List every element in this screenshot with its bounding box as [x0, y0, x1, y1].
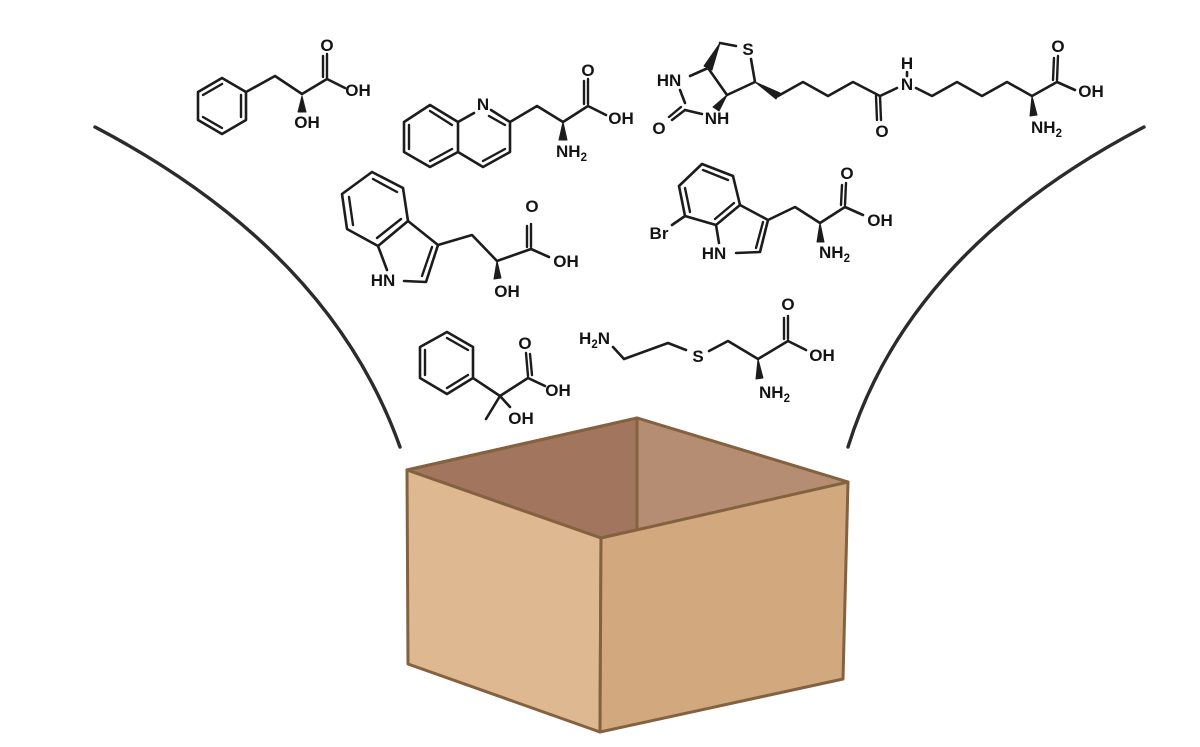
- atom-label-s: S: [742, 40, 753, 59]
- atom-label-o: O: [781, 295, 794, 314]
- molecule-indole-lactic-acid: HN O OH OH: [340, 170, 579, 301]
- molecule-biocytin: HN O S NH O H N O OH NH2: [652, 37, 1103, 141]
- atom-label-oh: OH: [608, 109, 634, 128]
- wedge-bond: [755, 358, 764, 380]
- atom-label-nh2: NH2: [759, 383, 790, 405]
- atom-label-hn: HN: [371, 271, 396, 290]
- box-interior-right-wall: [637, 418, 848, 530]
- box-rim-edge: [405, 416, 850, 484]
- atom-label-oh: OH: [867, 211, 893, 230]
- atom-label-nh2: NH2: [1031, 118, 1062, 140]
- molecule-bonds: [402, 103, 608, 169]
- atom-label-o: O: [518, 334, 531, 353]
- atom-label-oh-hydroxyl: OH: [494, 282, 520, 301]
- atom-label-oh: OH: [809, 346, 835, 365]
- double-bond-lines: [201, 52, 329, 130]
- atom-label-nh2: NH2: [556, 142, 587, 164]
- atom-label-o-acid: O: [1051, 37, 1064, 56]
- double-bond-lines: [423, 336, 534, 390]
- atom-label-n-amide: N: [901, 75, 913, 94]
- double-bond-lines: [667, 54, 1060, 122]
- atom-label-oh-hydroxyl: OH: [294, 113, 320, 132]
- atom-label-oh-acid: OH: [545, 381, 571, 400]
- wedge-bond: [816, 222, 825, 243]
- atom-label-h2n: H2N: [579, 329, 610, 351]
- atom-label-oh-acid: OH: [553, 252, 579, 271]
- funnel-right-line: [846, 125, 1146, 449]
- double-bond-lines: [407, 77, 590, 163]
- molecule-bonds: [611, 339, 808, 361]
- molecule-aminoethyl-cysteine: H2N S O OH NH2: [579, 295, 835, 405]
- molecule-quinolyl-alanine: N O OH NH2: [402, 61, 634, 169]
- atom-label-oh: OH: [1078, 82, 1104, 101]
- atom-label-o: O: [581, 61, 594, 80]
- atom-label-nh: NH: [705, 109, 730, 128]
- atom-label-n: N: [477, 95, 489, 114]
- cardboard-box: [405, 416, 850, 734]
- molecule-bonds: [670, 162, 865, 255]
- atom-label-oh-acid: OH: [345, 81, 371, 100]
- wedge-bond: [297, 95, 307, 113]
- atom-label-o-amide: O: [875, 122, 888, 141]
- molecule-phenyllactic-acid: O OH OH: [196, 36, 371, 136]
- atom-label-s: S: [692, 347, 703, 366]
- atom-label-oh-hydroxyl: OH: [508, 409, 534, 428]
- molecule-bonds: [196, 74, 347, 136]
- atom-label-o: O: [525, 197, 538, 216]
- molecule-bonds: [678, 41, 1077, 116]
- atom-label-o: O: [840, 164, 853, 183]
- molecule-atrolactic-acid: O OH OH: [418, 330, 571, 428]
- wedge-bond: [754, 81, 781, 100]
- wedge-bond: [493, 260, 502, 280]
- double-bond-lines: [683, 168, 848, 250]
- atom-label-hn: HN: [657, 71, 682, 90]
- atom-label-h-amide: H: [901, 54, 913, 73]
- atom-label-br: Br: [650, 224, 669, 243]
- atom-label-o: O: [320, 36, 333, 55]
- molecule-bonds: [418, 330, 547, 421]
- molecule-bonds: [340, 170, 551, 284]
- wedge-bond: [558, 121, 568, 141]
- atom-label-hn: HN: [702, 244, 727, 263]
- molecule-bromo-tryptophan: Br HN O OH NH2: [650, 162, 893, 265]
- box-front-right-face: [598, 480, 850, 734]
- wedge-bond: [1029, 95, 1038, 117]
- wedge-bond: [703, 42, 721, 71]
- wedge-bond: [712, 94, 728, 112]
- funnel-left-line: [93, 125, 402, 449]
- double-bond-lines: [782, 314, 790, 341]
- double-bond-lines: [347, 177, 533, 278]
- atom-label-o-urea: O: [652, 119, 665, 138]
- atom-label-nh2: NH2: [819, 243, 850, 265]
